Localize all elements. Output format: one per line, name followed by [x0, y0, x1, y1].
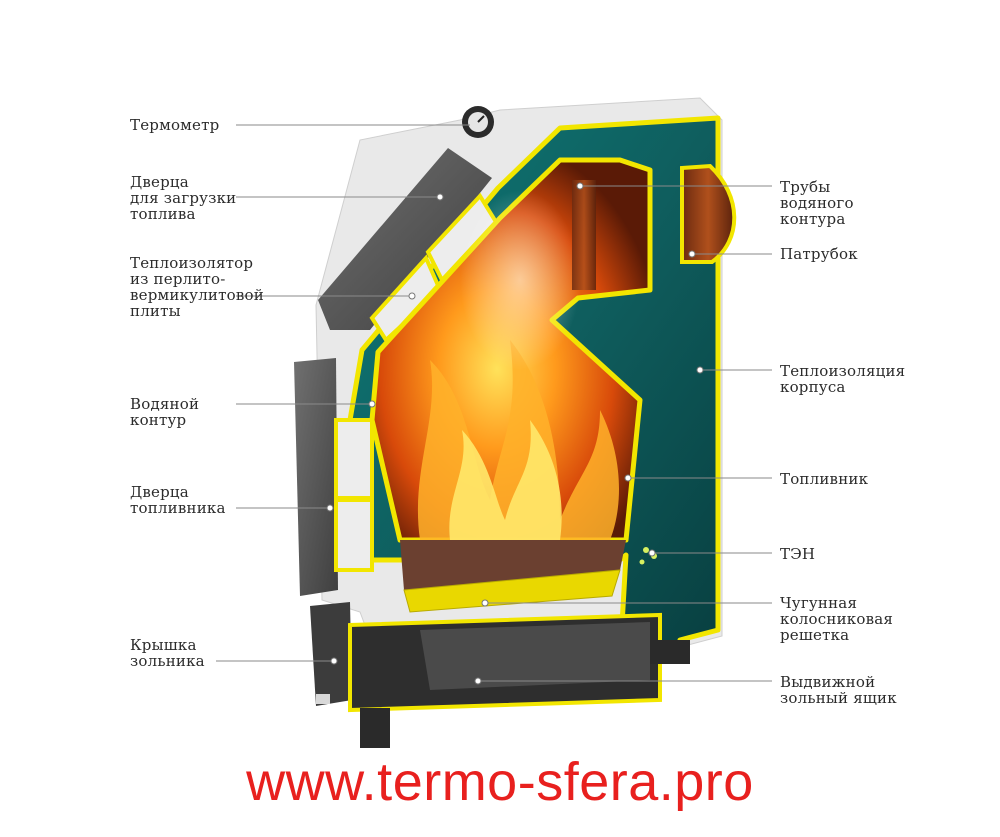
label-heat-insulator: Теплоизолятор из перлито- вермикулитовой…: [130, 254, 264, 320]
base-leg-left: [360, 708, 390, 748]
label-grate: Чугунная колосниковая решетка: [780, 594, 894, 644]
thermometer-gauge: [462, 106, 494, 138]
label-water-pipes: Трубы водяного контура: [780, 178, 854, 228]
label-ash-drawer: Выдвижной зольный ящик: [780, 673, 897, 707]
label-body-insulation: Теплоизоляция корпуса: [780, 362, 906, 396]
label-water-circuit: Водяной контур: [130, 395, 200, 429]
ash-lid-panel: [310, 602, 352, 706]
label-thermometer: Термометр: [130, 116, 220, 134]
loading-door-panel: [318, 148, 492, 330]
label-heating-element: ТЭН: [780, 545, 816, 563]
smoke: [460, 190, 580, 370]
coal-bed: [400, 540, 626, 590]
nozzle-pipe: [680, 163, 737, 264]
firebox-door-panel: [294, 358, 338, 596]
cast-iron-grate: [403, 569, 621, 613]
base-leg-right: [650, 640, 690, 664]
water-pipe: [572, 180, 596, 290]
label-firebox: Топливник: [780, 470, 869, 488]
label-loading-door: Дверца для загрузки топлива: [130, 173, 237, 223]
website-url[interactable]: www.termo-sfera.pro: [246, 752, 754, 812]
label-ash-lid: Крышка зольника: [130, 636, 205, 670]
leader-dots: [326, 182, 704, 685]
leader-lines: [216, 124, 772, 682]
ash-contents: [420, 622, 650, 690]
label-nozzle: Патрубок: [780, 245, 858, 263]
flames: [417, 340, 620, 540]
ash-lid-handle: [316, 694, 330, 704]
label-firebox-door: Дверца топливника: [130, 483, 226, 517]
